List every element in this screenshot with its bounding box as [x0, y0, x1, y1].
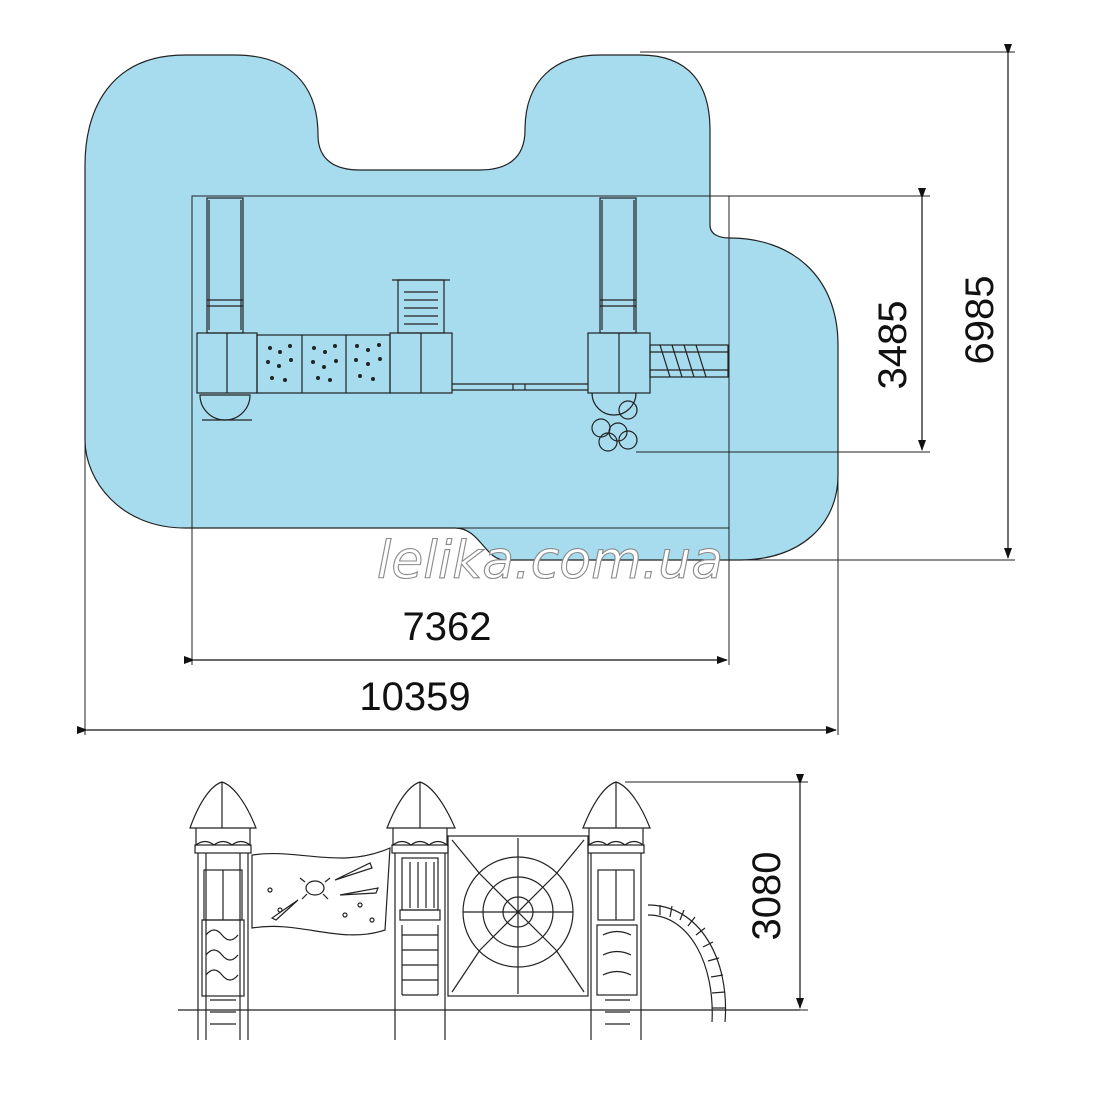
dim-structure-depth: 3485: [871, 188, 926, 451]
center-tower-elevation: [386, 781, 456, 1040]
slide-plan: [649, 344, 729, 378]
dim-total-depth-label: 6985: [958, 276, 1002, 365]
safety-zone: [84, 54, 839, 561]
center-tower-plan: [389, 279, 453, 394]
climbing-panels-plan: [256, 334, 391, 394]
left-tower-plan: [196, 197, 258, 421]
plan-view: 7362 10359 3485 6985 lelika.com.ua: [77, 44, 1015, 735]
dim-height: 3080: [745, 774, 804, 1009]
dim-total-width-label: 10359: [359, 675, 470, 719]
right-tower-plan: [587, 197, 651, 452]
dim-structure-width: 7362: [184, 605, 728, 664]
dim-structure-width-label: 7362: [403, 605, 492, 649]
watermark: lelika.com.ua: [377, 531, 723, 591]
dim-structure-depth-label: 3485: [871, 301, 915, 390]
spider-net-elevation: [447, 835, 589, 997]
dim-height-label: 3080: [745, 852, 789, 941]
right-tower-elevation: [582, 781, 651, 1040]
dim-total-depth: 6985: [958, 44, 1012, 559]
climbing-wall-elevation: [251, 847, 391, 936]
dim-total-width: 10359: [77, 675, 837, 734]
extension-lines: [84, 51, 1015, 735]
slide-elevation: [647, 904, 727, 1023]
left-tower-elevation: [189, 781, 257, 1040]
bridge-plan: [452, 383, 588, 391]
elevation-view: [178, 781, 808, 1040]
